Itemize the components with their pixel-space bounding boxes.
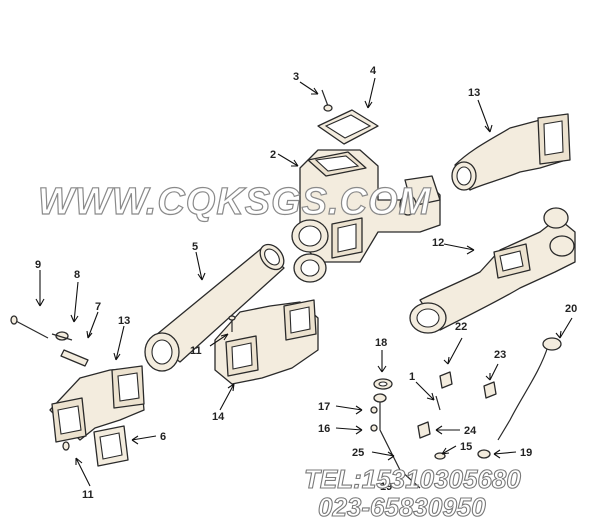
label-part-11-mid: 11 [190,345,202,357]
label-part-25: 25 [352,447,364,459]
label-part-22: 22 [455,321,467,333]
bolt-part-17 [370,406,378,414]
label-part-6: 6 [160,431,166,443]
label-part-24: 24 [464,425,477,437]
label-part-14: 14 [212,411,225,423]
washer-part-19 [477,449,491,459]
gasket-part-6 [93,425,129,467]
bolt-part-3 [321,89,333,112]
label-part-15: 15 [460,441,472,453]
washer-part-18 [373,378,393,390]
label-part-1: 1 [409,371,415,383]
label-part-20: 20 [565,303,577,315]
washer-part-8 [51,331,73,341]
watermark-phone: 023-65830950 [318,492,486,522]
gasket-part-4 [317,109,379,145]
label-part-11-left: 11 [82,489,94,501]
label-part-19-right: 19 [520,447,532,459]
label-part-4: 4 [370,65,377,77]
tube-part-20 [497,337,562,441]
bolt-part-16 [370,424,378,432]
watermark-site: WWW.CQKSGS.COM [38,181,432,223]
clamp-part-15 [434,452,446,460]
fitting-part-22 [439,371,453,389]
label-part-13-left: 13 [118,315,130,327]
manifold-part-14 [214,299,319,385]
part-number-labels: 3 4 2 13 5 12 9 8 7 13 11 14 6 11 20 22 … [35,65,577,501]
spacer-part-7 [60,349,89,367]
watermark: WWW.CQKSGS.COM TEL:15310305680 023-65830… [37,180,522,522]
label-part-19-bottom: 19 [380,481,392,493]
fitting-part-24 [417,421,431,439]
label-part-12: 12 [432,237,444,249]
manifold-end-part-13-left [49,365,145,443]
watermark-tel: TEL:15310305680 [304,464,521,494]
label-part-13-top: 13 [468,87,480,99]
manifold-center-part-2 [291,149,441,283]
bolt-part-11-left [62,441,70,451]
label-part-18: 18 [375,337,387,349]
label-part-16: 16 [318,423,330,435]
tube-part-25 [373,393,421,489]
leader-arrows [35,77,573,487]
label-part-7: 7 [95,301,101,313]
bolt-part-1 [435,395,441,411]
label-part-3: 3 [293,71,299,83]
label-part-17: 17 [318,401,330,413]
fitting-part-23 [483,381,497,399]
label-part-2: 2 [270,149,276,161]
bolt-part-11-mid [228,315,236,332]
label-part-9: 9 [35,259,41,271]
bolt-part-9 [10,315,49,339]
manifold-end-part-13-top [451,113,571,191]
label-part-5: 5 [192,241,198,253]
label-part-8: 8 [74,269,80,281]
pipe-part-5 [144,243,285,372]
manifold-part-12 [409,207,576,334]
label-part-23: 23 [494,349,506,361]
